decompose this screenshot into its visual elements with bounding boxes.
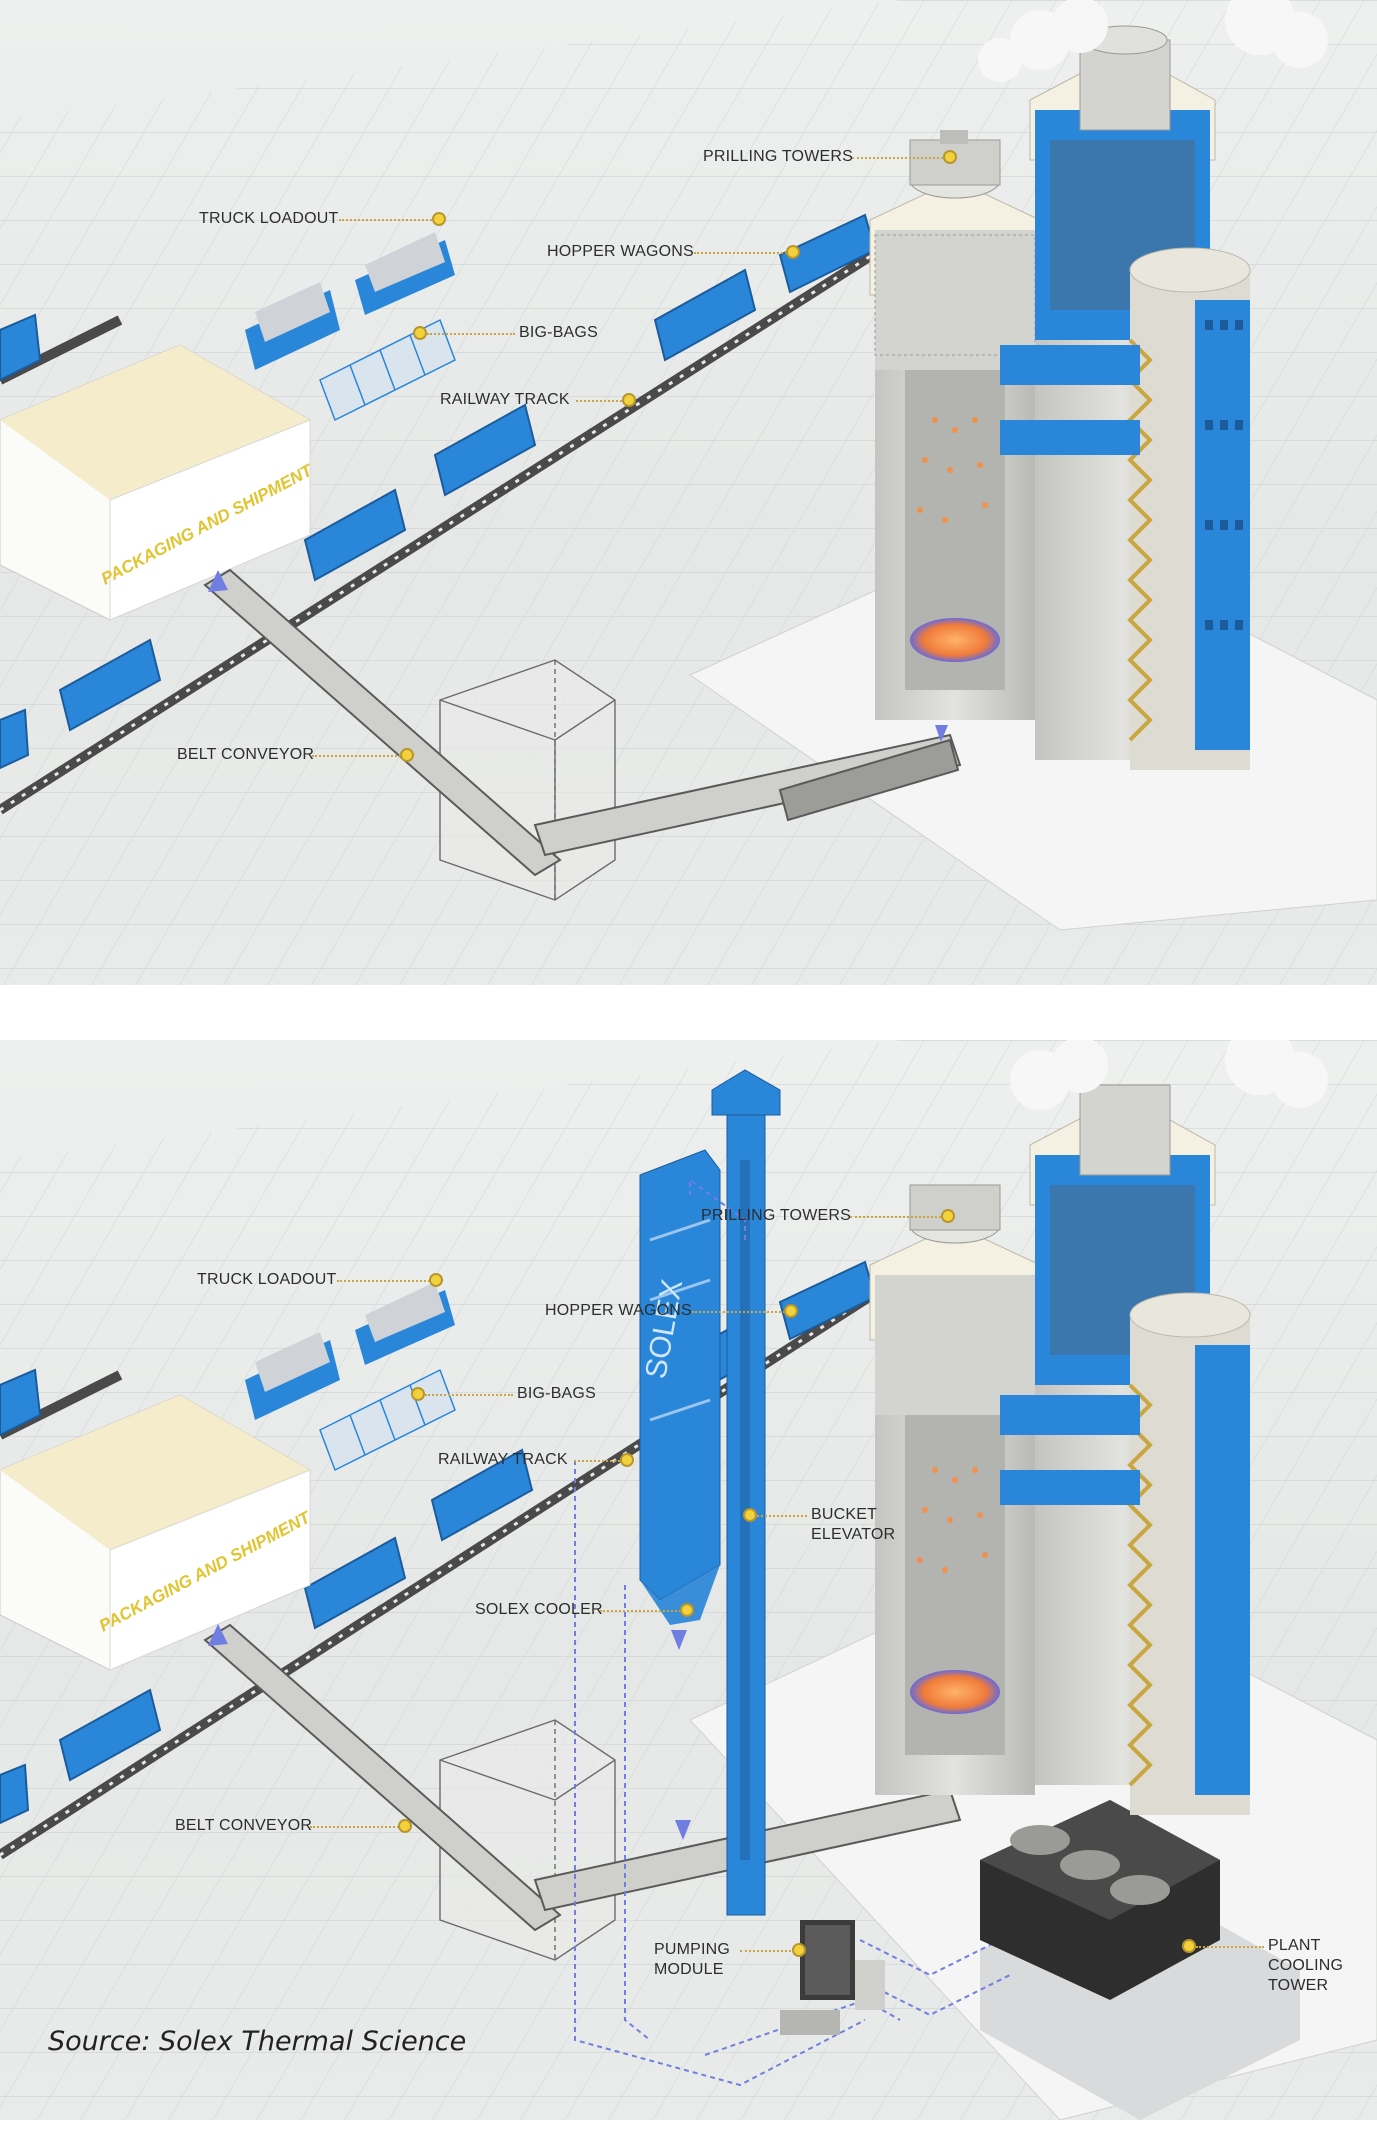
callout-marker	[943, 150, 957, 164]
leader-line	[740, 1950, 795, 1952]
packaging-building	[0, 1394, 311, 1671]
callout-line: ELEVATOR	[811, 1526, 896, 1543]
leader-line	[692, 1311, 788, 1313]
callout-big-bags: BIG-BAGS	[519, 324, 598, 341]
callout-railway-track: RAILWAY TRACK	[440, 391, 570, 408]
callout-bucket-elevator: BUCKET ELEVATOR	[811, 1505, 895, 1545]
callout-prilling-towers: PRILLING TOWERS	[701, 1207, 851, 1224]
callout-line: PUMPING	[654, 1941, 731, 1958]
cooling-column	[1000, 1292, 1251, 1815]
callout-marker	[786, 245, 800, 259]
callout-marker	[432, 212, 446, 226]
leader-line	[310, 1826, 402, 1828]
bottom-scene: PACKAGING AND SHIPMENT	[0, 1040, 1377, 2120]
callout-line: BUCKET	[811, 1506, 878, 1523]
callout-marker	[411, 1387, 425, 1401]
callout-line: MODULE	[654, 1961, 724, 1978]
callout-marker	[680, 1603, 694, 1617]
leader-line	[694, 252, 790, 254]
callout-marker	[784, 1304, 798, 1318]
callout-line: TOWER	[1268, 1977, 1329, 1994]
callout-solex-cooler: SOLEX COOLER	[475, 1601, 603, 1618]
callout-plant-cooling-tower: PLANT COOLING TOWER	[1268, 1936, 1343, 1996]
trucks	[245, 1282, 455, 1420]
callout-hopper-wagons: HOPPER WAGONS	[545, 1302, 692, 1319]
plant-cooling-tower	[980, 1800, 1220, 2000]
callout-line: PLANT	[1268, 1937, 1321, 1954]
flow-arrow	[671, 1630, 687, 1650]
cooling-column	[1000, 247, 1251, 770]
top-diagram: PACKAGING AND SHIPMENT	[0, 0, 1377, 985]
leader-line	[425, 1394, 513, 1396]
leader-line	[574, 1460, 624, 1462]
source-caption: Source: Solex Thermal Science	[48, 2026, 467, 2057]
callout-marker	[622, 393, 636, 407]
callout-belt-conveyor: BELT CONVEYOR	[177, 746, 315, 763]
leader-line	[312, 755, 404, 757]
leader-line	[576, 400, 626, 402]
pumping-module	[780, 1920, 885, 2035]
belt-conveyors	[203, 568, 962, 877]
callout-marker	[398, 1819, 412, 1833]
big-bags	[319, 318, 456, 422]
callout-marker	[620, 1453, 634, 1467]
top-scene: PACKAGING AND SHIPMENT	[0, 0, 1377, 985]
hopper-wagons	[0, 213, 877, 770]
steam	[978, 0, 1328, 82]
callout-marker	[413, 326, 427, 340]
leader-line	[852, 157, 947, 159]
callout-line: COOLING	[1268, 1957, 1344, 1974]
callout-marker	[429, 1273, 443, 1287]
leader-line	[850, 1216, 945, 1218]
process-lines	[574, 1178, 1011, 2087]
callout-truck-loadout: TRUCK LOADOUT	[197, 1271, 337, 1288]
leader-line	[1196, 1946, 1264, 1948]
callout-marker	[1182, 1939, 1196, 1953]
callout-big-bags: BIG-BAGS	[517, 1385, 596, 1402]
callout-hopper-wagons: HOPPER WAGONS	[547, 243, 694, 260]
callout-pumping-module: PUMPING MODULE	[654, 1940, 730, 1980]
callout-marker	[743, 1508, 757, 1522]
callout-belt-conveyor: BELT CONVEYOR	[175, 1817, 313, 1834]
leader-line	[339, 219, 435, 221]
leader-line	[757, 1515, 807, 1517]
steam	[1010, 1040, 1328, 1110]
leader-line	[600, 1610, 685, 1612]
callout-railway-track: RAILWAY TRACK	[438, 1451, 568, 1468]
trucks	[245, 232, 455, 370]
leader-line	[337, 1280, 433, 1282]
callout-marker	[941, 1209, 955, 1223]
callout-marker	[400, 748, 414, 762]
callout-prilling-towers: PRILLING TOWERS	[703, 148, 853, 165]
leader-line	[427, 333, 515, 335]
prilling-tower-front	[869, 1184, 1041, 1795]
callout-marker	[792, 1943, 806, 1957]
bottom-diagram: PACKAGING AND SHIPMENT	[0, 1040, 1377, 2120]
packaging-building	[0, 344, 311, 621]
callout-truck-loadout: TRUCK LOADOUT	[199, 210, 339, 227]
